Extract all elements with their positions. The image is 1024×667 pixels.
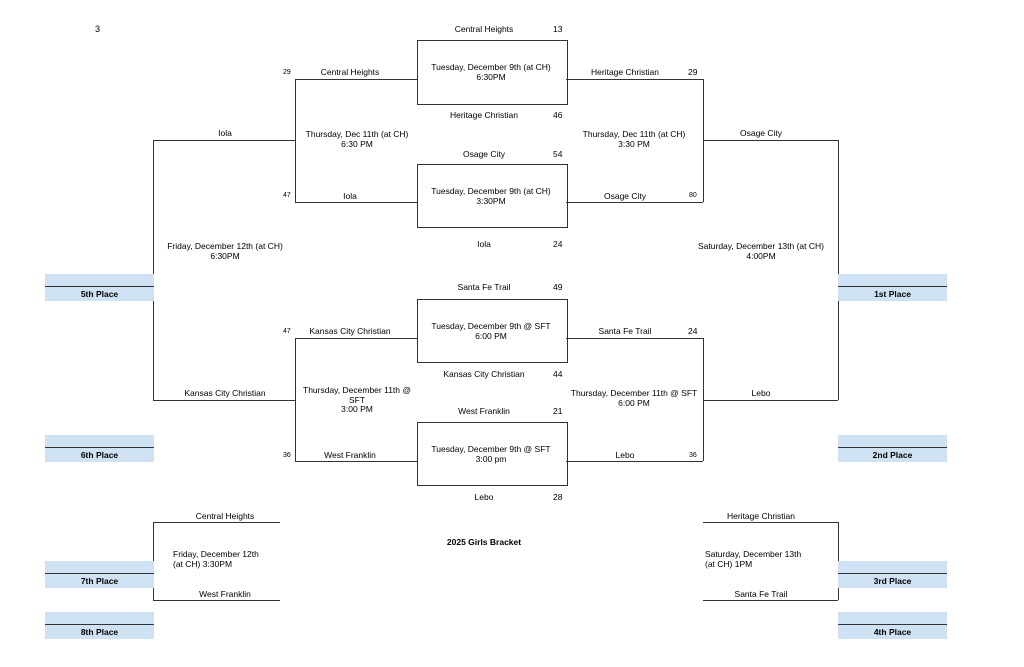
qf3-top-score: 49 — [553, 282, 563, 292]
seventh-time: (at CH) 3:30PM — [173, 559, 233, 569]
cons1-time: 6:30 PM — [341, 139, 373, 149]
qf2-top-team: Osage City — [462, 149, 506, 159]
place-5th: 5th Place — [45, 274, 154, 301]
qf4-time: 3:00 pm — [475, 454, 507, 464]
first-time: 4:00PM — [746, 251, 776, 261]
seventh-top-team: Central Heights — [195, 511, 255, 521]
semi1-game: Thursday, Dec 11th (at CH) — [582, 129, 686, 139]
qf1-date: Tuesday, December 9th (at CH) — [431, 62, 551, 72]
seventh-game: Friday, December 12th — [173, 549, 259, 559]
qf-box-2 — [417, 164, 568, 228]
place-1st: 1st Place — [838, 274, 947, 301]
qf1-time: 6:30PM — [476, 72, 506, 82]
qf1-bottom-team: Heritage Christian — [449, 110, 519, 120]
qf4-top-team: West Franklin — [458, 406, 510, 416]
cons1-top-team: Central Heights — [320, 67, 380, 77]
qf3-bottom-score: 44 — [553, 369, 563, 379]
semi1-top-team: Heritage Christian — [590, 67, 660, 77]
semi2-top-team: Santa Fe Trail — [598, 326, 652, 336]
qf4-top-score: 21 — [553, 406, 563, 416]
fifth-top-team: Iola — [218, 128, 232, 138]
cons2-top-team: Kansas City Christian — [309, 326, 391, 336]
semi1-time: 3:30 PM — [618, 139, 650, 149]
qf4-bottom-score: 28 — [553, 492, 563, 502]
semi1-bottom-score: 80 — [689, 192, 697, 199]
first-game: Saturday, December 13th (at CH) — [698, 241, 824, 251]
page-number: 3 — [95, 24, 101, 34]
semi2-time: 6:00 PM — [618, 398, 650, 408]
first-top-team: Osage City — [739, 128, 783, 138]
qf-box-4 — [417, 422, 568, 486]
qf4-bottom-team: Lebo — [474, 492, 494, 502]
qf3-time: 6:00 PM — [475, 331, 507, 341]
qf-box-3 — [417, 299, 568, 363]
qf2-top-score: 54 — [553, 149, 563, 159]
qf2-date: Tuesday, December 9th (at CH) — [431, 186, 551, 196]
first-bottom-team: Lebo — [751, 388, 771, 398]
qf-box-1 — [417, 40, 568, 105]
qf2-bottom-score: 24 — [553, 239, 563, 249]
semi1-top-score: 29 — [688, 67, 698, 77]
third-time: (at CH) 1PM — [705, 559, 753, 569]
fifth-game: Friday, December 12th (at CH) — [167, 241, 283, 251]
seventh-bottom-team: West Franklin — [199, 589, 251, 599]
place-6th: 6th Place — [45, 435, 154, 462]
qf1-bottom-score: 46 — [553, 110, 563, 120]
cons1-game: Thursday, Dec 11th (at CH) — [305, 129, 409, 139]
qf2-time: 3:30PM — [476, 196, 506, 206]
fifth-time: 6:30PM — [210, 251, 240, 261]
place-2nd: 2nd Place — [838, 435, 947, 462]
cons2-bottom-team: West Franklin — [324, 450, 376, 460]
cons2-time: 3:00 PM — [341, 404, 373, 414]
qf3-top-team: Santa Fe Trail — [457, 282, 511, 292]
qf3-bottom-team: Kansas City Christian — [443, 369, 525, 379]
semi1-bottom-team: Osage City — [603, 191, 647, 201]
cons1-top-score: 29 — [283, 69, 291, 76]
semi2-bottom-team: Lebo — [615, 450, 635, 460]
fifth-bottom-team: Kansas City Christian — [184, 388, 266, 398]
semi2-bottom-score: 36 — [689, 452, 697, 459]
third-bottom-team: Santa Fe Trail — [734, 589, 788, 599]
cons2-game: Thursday, December 11th @ — [303, 385, 411, 395]
cons1-bottom-team: Iola — [343, 191, 357, 201]
third-game: Saturday, December 13th — [705, 549, 802, 559]
qf2-bottom-team: Iola — [477, 239, 491, 249]
cons1-bottom-score: 47 — [283, 192, 291, 199]
semi2-game: Thursday, December 11th @ SFT — [570, 388, 698, 398]
place-4th: 4th Place — [838, 612, 947, 639]
bracket-title: 2025 Girls Bracket — [446, 537, 522, 547]
cons2-bottom-score: 36 — [283, 452, 291, 459]
place-3rd: 3rd Place — [838, 561, 947, 588]
place-7th: 7th Place — [45, 561, 154, 588]
semi2-top-score: 24 — [688, 326, 698, 336]
qf1-top-team: Central Heights — [454, 24, 514, 34]
third-top-team: Heritage Christian — [726, 511, 796, 521]
qf1-top-score: 13 — [553, 24, 563, 34]
cons2-top-score: 47 — [283, 328, 291, 335]
cons2-game-line2: SFT — [348, 395, 366, 405]
qf4-date: Tuesday, December 9th @ SFT — [431, 444, 551, 454]
place-8th: 8th Place — [45, 612, 154, 639]
qf3-date: Tuesday, December 9th @ SFT — [431, 321, 551, 331]
